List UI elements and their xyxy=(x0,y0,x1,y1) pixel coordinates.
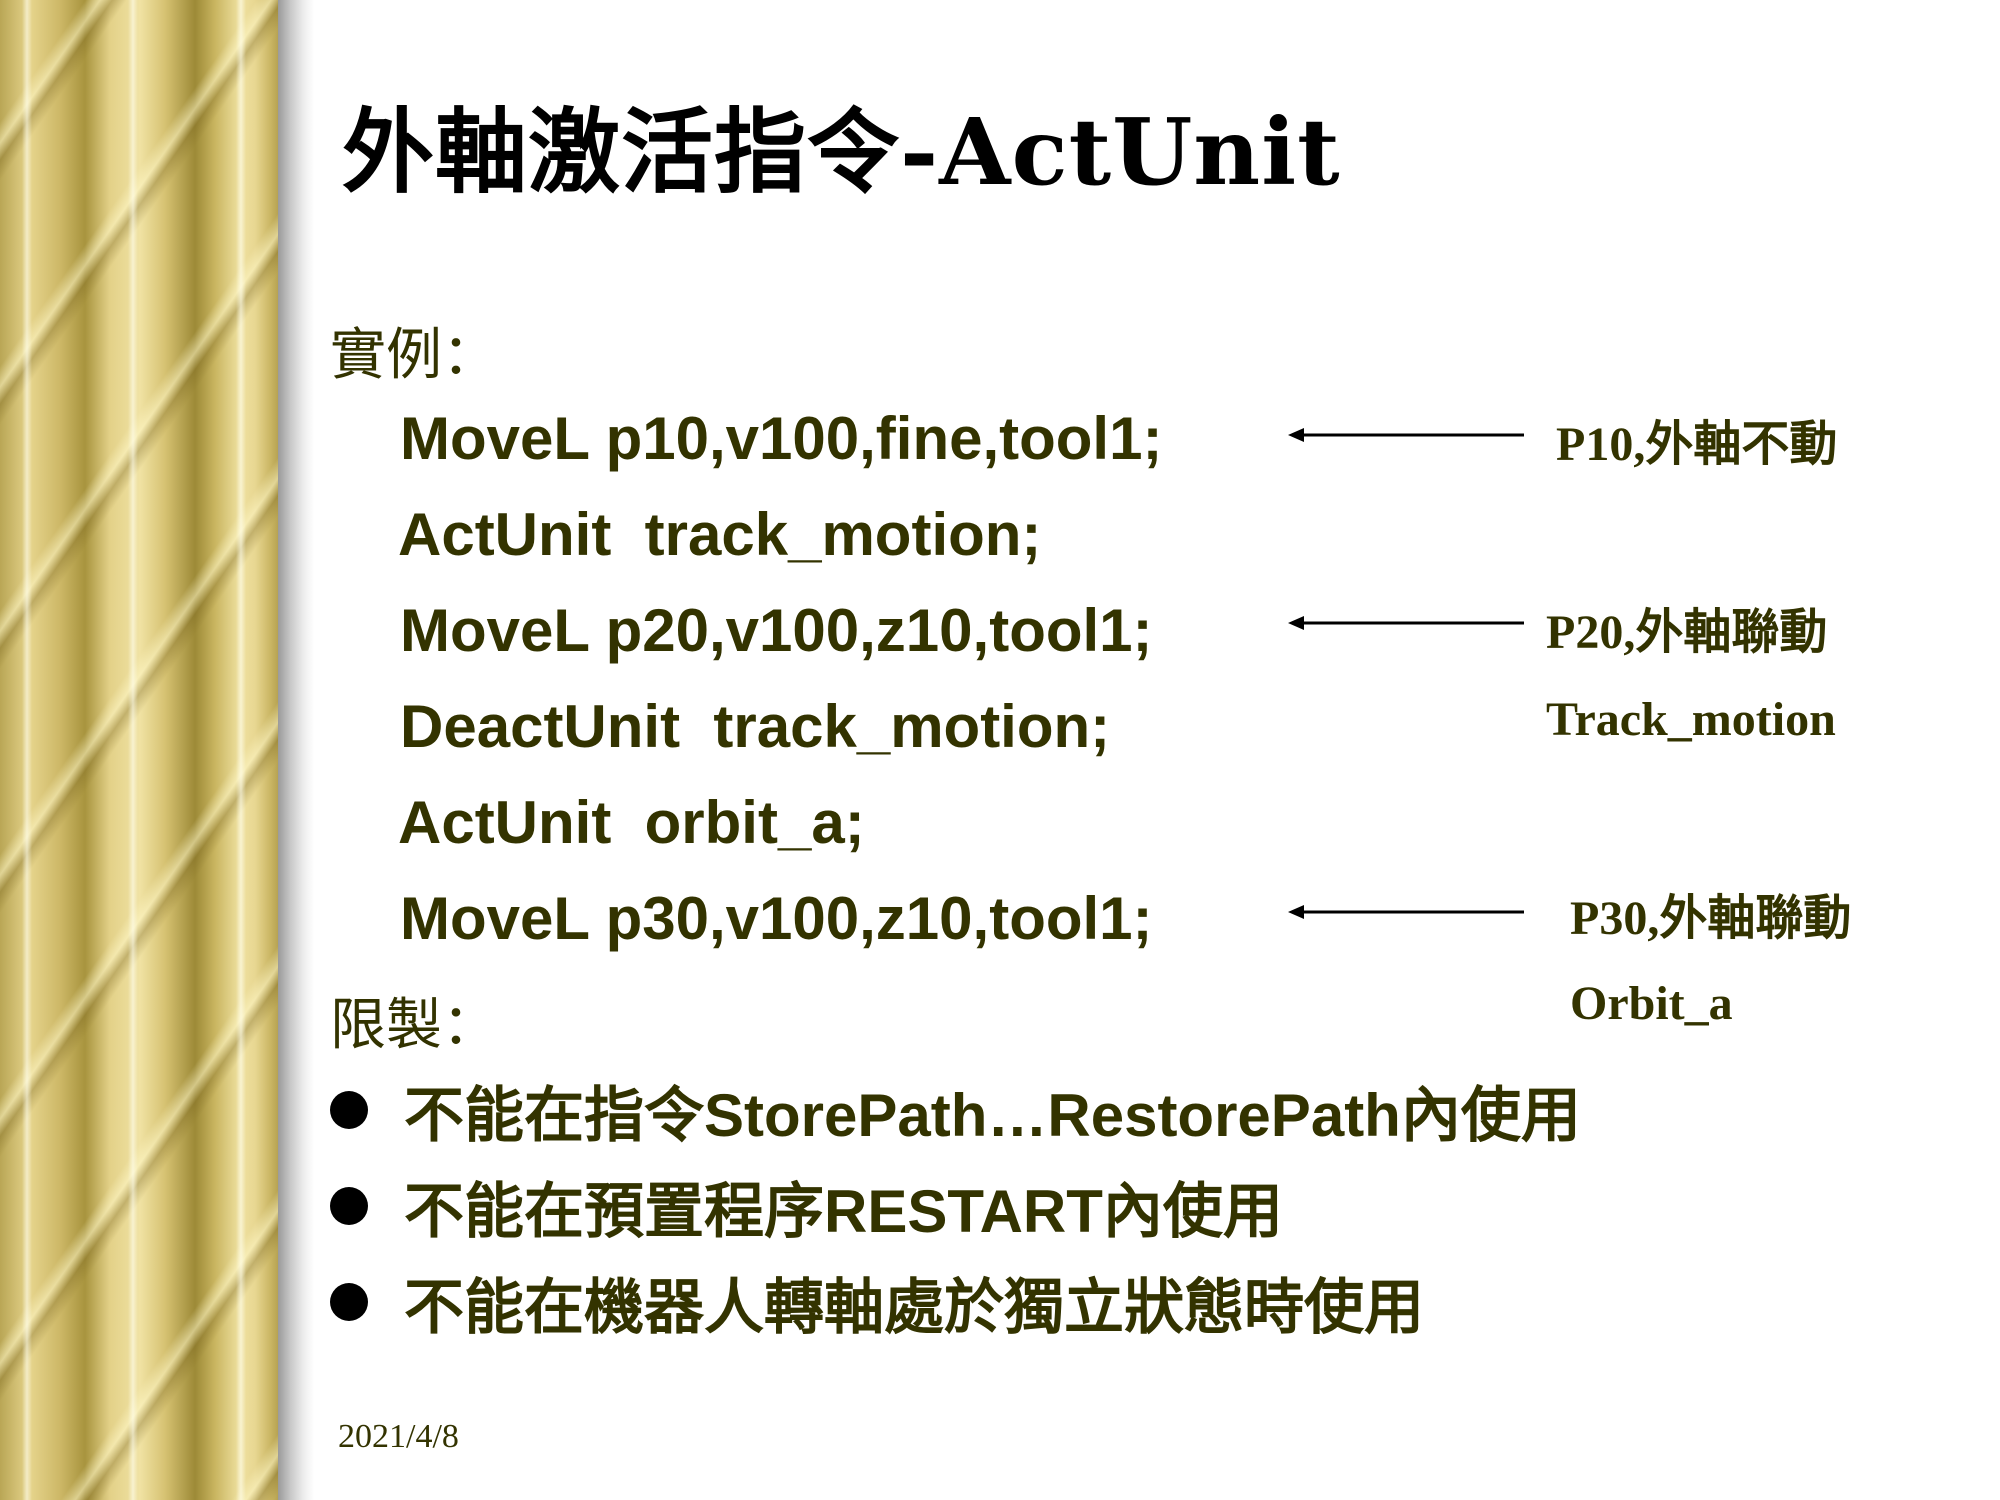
column-highlight xyxy=(236,0,246,1500)
annotation-p20: P20,外軸聯動 xyxy=(1546,606,1828,659)
code-line-3: MoveL p20,v100,z10,tool1; xyxy=(400,597,1153,664)
bullet-item: 不能在機器人轉軸處於獨立狀態時使用 xyxy=(330,1262,1424,1342)
column-highlight xyxy=(22,0,32,1500)
bullet-item: 不能在指令StorePath…RestorePath內使用 xyxy=(330,1070,1581,1150)
bullet-text: 不能在機器人轉軸處於獨立狀態時使用 xyxy=(404,1273,1424,1341)
arrow-left-icon xyxy=(1288,425,1524,445)
annotation-orbit-a: Orbit_a xyxy=(1570,977,1733,1030)
annotation-p10: P10,外軸不動 xyxy=(1556,418,1838,471)
code-line-4: DeactUnit track_motion; xyxy=(400,693,1111,760)
bullet-text: 不能在預置程序RESTART內使用 xyxy=(404,1177,1283,1245)
bullet-dot-icon xyxy=(330,1187,368,1225)
decorative-left-column xyxy=(0,0,278,1500)
code-line-5: ActUnit orbit_a; xyxy=(398,789,865,856)
bullet-item: 不能在預置程序RESTART內使用 xyxy=(330,1166,1283,1246)
slide-title: 外軸激活指令-ActUnit xyxy=(342,98,1341,206)
bullet-dot-icon xyxy=(330,1283,368,1321)
arrow-left-icon xyxy=(1288,613,1524,633)
arrow-left-icon xyxy=(1288,902,1524,922)
bullet-dot-icon xyxy=(330,1091,368,1129)
code-line-2: ActUnit track_motion; xyxy=(398,501,1042,568)
limit-label: 限製： xyxy=(330,993,498,1058)
slide-date: 2021/4/8 xyxy=(338,1418,459,1455)
code-line-1: MoveL p10,v100,fine,tool1; xyxy=(400,405,1163,472)
bullet-text: 不能在指令StorePath…RestorePath內使用 xyxy=(404,1081,1581,1149)
column-highlight xyxy=(128,0,138,1500)
column-shadow xyxy=(278,0,314,1500)
code-line-6: MoveL p30,v100,z10,tool1; xyxy=(400,885,1153,952)
example-label: 實例： xyxy=(330,323,498,388)
annotation-p30: P30,外軸聯動 xyxy=(1570,892,1852,945)
annotation-track-motion: Track_motion xyxy=(1546,693,1836,746)
